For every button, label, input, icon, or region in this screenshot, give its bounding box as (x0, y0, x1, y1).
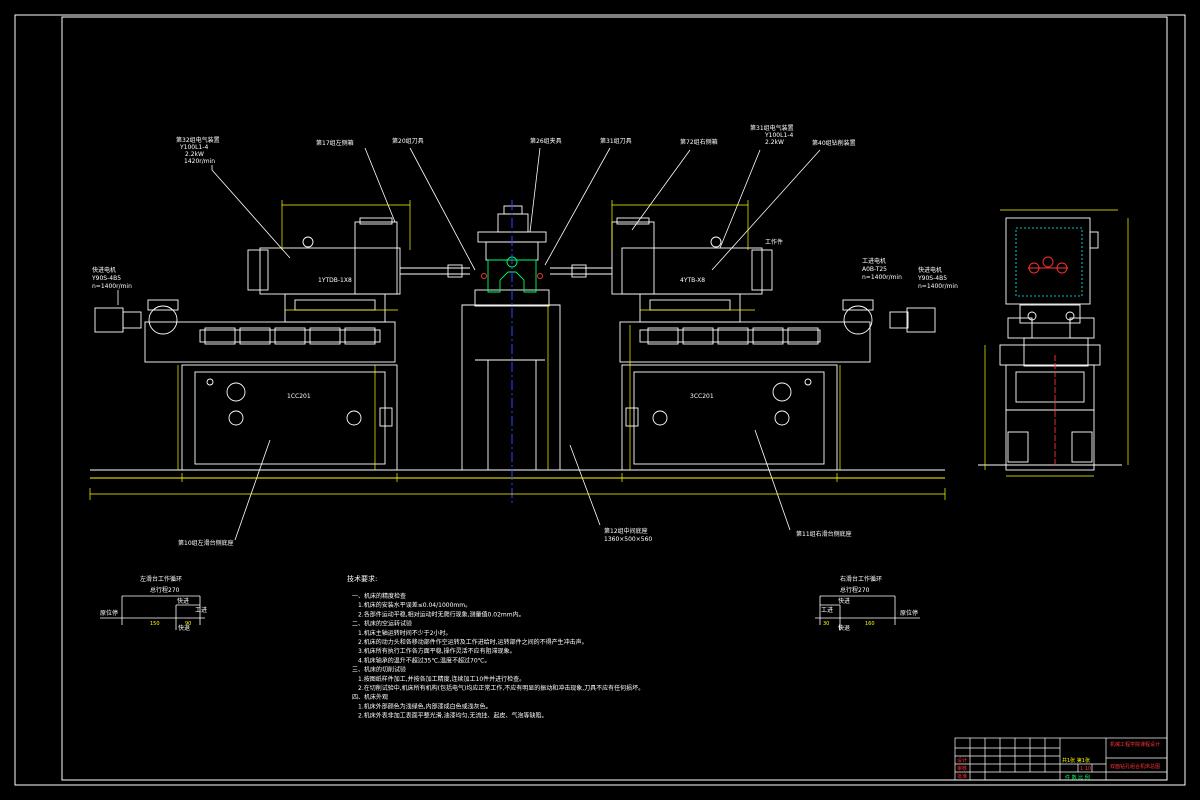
right-base (621, 364, 838, 471)
tech-line: 3.机床所有执行工作各方面平稳,操作灵活不应有阻滞现象。 (358, 647, 516, 655)
right-cycle-val1: 160 (865, 621, 875, 627)
tb-designer: 设计 (957, 757, 967, 764)
right-cycle-feed: 工进 (821, 606, 833, 614)
left-cycle-feed: 工进 (195, 606, 207, 614)
tech-line: 2.机床外表非加工表面平整光滑,油漆均匀,无流挂、起皮、气泡等缺陷。 (358, 712, 548, 720)
right-cycle-return: 快退 (838, 624, 850, 632)
callout-tl1-b: Y100L1-4 (179, 144, 208, 151)
callout-tr2: 第31组电气装置 (750, 124, 794, 132)
work-motor-speed: n=1400r/min (862, 274, 902, 281)
callout-br: 第11组右滑台侧底座 (796, 530, 852, 538)
motor-right-title: 快进电机 (918, 266, 942, 274)
motor-right-model: Y90S-4B5 (917, 275, 947, 282)
callout-tl4: 第26组夹具 (530, 137, 562, 145)
tech-line: 1.机床外部颜色为浅绿色,内部漆成白色或浅灰色。 (358, 702, 492, 710)
right-cycle-stroke: 总行程270 (840, 586, 870, 594)
left-base (181, 364, 398, 471)
tb-school: 机械工程学院课程设计 (1110, 741, 1160, 748)
left-cycle-stop: 原位停 (100, 609, 118, 617)
tb-sheet: 共1张 第1张 (1062, 757, 1090, 764)
tech-line: 4.机床轴承的温升不超过35℃,温度不超过70℃。 (358, 656, 490, 664)
callout-tl3: 第20组刀具 (392, 137, 424, 145)
tb-scale: 1:10 (1080, 766, 1091, 772)
outer-frame (14, 14, 1186, 786)
tech-line: 1.按图纸样件加工,并按各加工精度,连续加工10件并进行检查。 (358, 675, 525, 683)
title-block (954, 737, 1168, 781)
workpiece-label: 工作件 (765, 238, 783, 246)
motor-left-title: 快进电机 (92, 266, 116, 274)
work-motor-model: A0B-T25 (862, 266, 887, 273)
work-motor-title: 工进电机 (862, 257, 886, 265)
tech-line: 1.机床主轴运转时间不少于2小时。 (358, 629, 452, 637)
callout-tr1: 第72组右侧箱 (680, 138, 718, 146)
base-right-label: 3CC201 (690, 393, 714, 400)
power-head-left-label: 1YTDB-1X8 (318, 277, 352, 284)
tech-line: 1.机床的安装水平误差≤0.04/1000mm。 (358, 601, 471, 609)
motor-left-speed: n=1400r/min (92, 283, 132, 290)
callout-tl1-d: 1420r/min (184, 158, 215, 165)
tech-title: 技术要求: (347, 574, 377, 583)
left-cycle-fast: 快进 (177, 597, 189, 605)
left-cycle-val1: 150 (150, 621, 160, 627)
tb-checker: 审核 (957, 765, 967, 772)
callout-tr3: 第40组钻削装置 (812, 139, 856, 147)
callout-bc-b: 1360×500×560 (604, 536, 652, 543)
right-power-head (621, 247, 763, 295)
right-cycle-fast: 快进 (838, 597, 850, 605)
motor-left-model: Y90S-4B5 (91, 275, 121, 282)
left-cycle-title: 左滑台工作循环 (140, 575, 182, 583)
tech-line: 三、机床的切削试验 (352, 666, 406, 674)
tech-line: 2.在切削试验中,机床所有机构(包括电气)均应正常工作,不应有明显的振动和冲击现… (358, 684, 644, 692)
callout-bc: 第12组中间底座 (604, 527, 648, 535)
left-cycle-stroke: 总行程270 (150, 586, 180, 594)
callout-tl1-c: 2.2kW (185, 151, 204, 158)
motor-right-speed: n=1400r/min (918, 283, 958, 290)
tech-line: 2.机床的动力头和各移动部件作空运转及工作进给时,运转部件之间的不得产生冲击声。 (358, 638, 588, 646)
tech-line: 四、机床外观 (352, 693, 388, 701)
left-cycle-val2: 90 (185, 621, 191, 627)
callout-tl5: 第31组刀具 (600, 137, 632, 145)
left-cycle-return: 快退 (178, 624, 190, 632)
right-cycle-val2: 30 (823, 621, 829, 627)
tech-lines: 一、机床的精度检查1.机床的安装水平误差≤0.04/1000mm。2.各部件运动… (352, 592, 644, 720)
tb-footer: 件 数 比 例 (1065, 774, 1090, 781)
base-left-label: 1CC201 (287, 393, 311, 400)
tech-line: 一、机床的精度检查 (352, 592, 406, 600)
inner-frame (61, 16, 1168, 781)
tb-approver: 批准 (957, 773, 967, 780)
right-cycle-stop: 原位停 (900, 609, 918, 617)
power-head-right-label: 4YTB-X8 (680, 277, 705, 284)
callout-tr2-b: Y100L1-4 (764, 132, 793, 139)
left-power-head (259, 247, 401, 295)
side-view (978, 217, 1122, 471)
tech-line: 2.各部件运动平稳,相对运动时无爬行现象,测量值0.02mm内。 (358, 610, 525, 618)
tech-line: 二、机床的空运转试验 (352, 620, 412, 628)
middle-base (461, 304, 561, 471)
tb-drawing-name: 双面钻孔组合机床总图 (1110, 763, 1160, 770)
right-cycle-title: 右滑台工作循环 (840, 575, 882, 583)
callout-tl1: 第32组电气装置 (176, 136, 220, 144)
front-view (90, 205, 945, 479)
callout-tr2-c: 2.2kW (765, 139, 784, 146)
callout-tl2: 第17组左侧箱 (316, 139, 354, 147)
callout-bl: 第10组左滑台侧底座 (178, 539, 234, 547)
